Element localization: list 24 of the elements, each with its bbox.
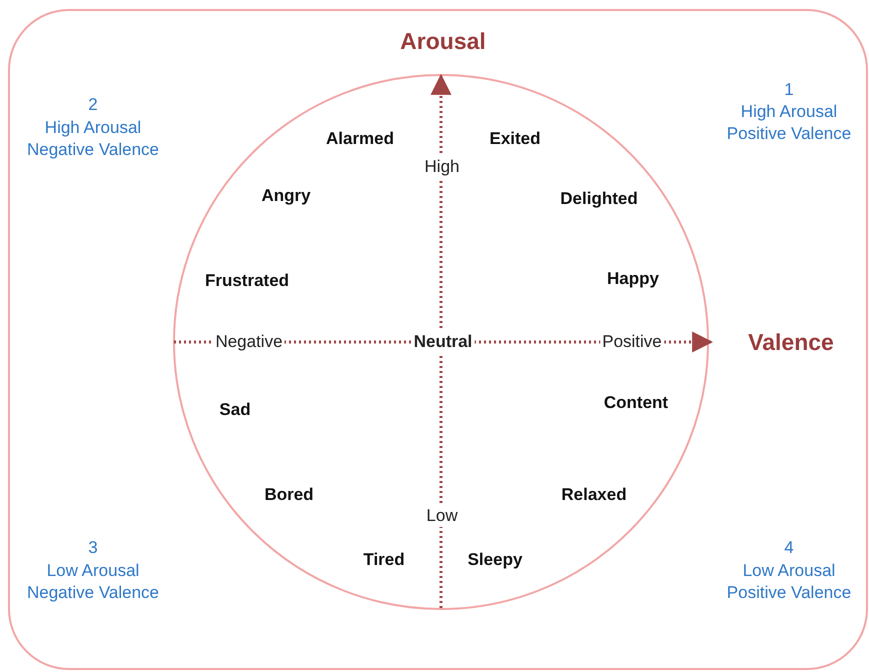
quadrant-number: 3: [88, 536, 98, 559]
emotion-word: Relaxed: [561, 484, 627, 506]
emotion-word: Delighted: [560, 188, 638, 210]
axis-title: Arousal: [400, 27, 486, 56]
emotion-word: Bored: [264, 484, 314, 506]
quadrant-label: High Arousal Positive Valence: [726, 100, 852, 145]
quadrant-number: 2: [88, 94, 98, 116]
quadrant-label: High Arousal Negative Valence: [26, 116, 160, 161]
quadrant-number: 1: [784, 78, 794, 101]
emotion-word: Alarmed: [326, 128, 394, 150]
emotion-word: Angry: [261, 184, 311, 207]
quadrant-label: Low Arousal Positive Valence: [726, 560, 852, 604]
quadrant-number: 4: [784, 536, 794, 559]
emotion-word: Happy: [607, 268, 659, 290]
axis-label: Neutral: [412, 330, 474, 354]
emotion-word: Sad: [219, 398, 251, 421]
emotion-word: Frustrated: [204, 270, 290, 292]
axis-label: High: [422, 156, 462, 178]
emotion-word: Tired: [363, 548, 405, 571]
axis-title: Valence: [748, 328, 834, 358]
emotion-word: Sleepy: [468, 548, 522, 571]
emotion-word: Content: [604, 392, 668, 414]
emotion-word: Exited: [489, 128, 541, 150]
quadrant-label: Low Arousal Negative Valence: [26, 560, 160, 604]
